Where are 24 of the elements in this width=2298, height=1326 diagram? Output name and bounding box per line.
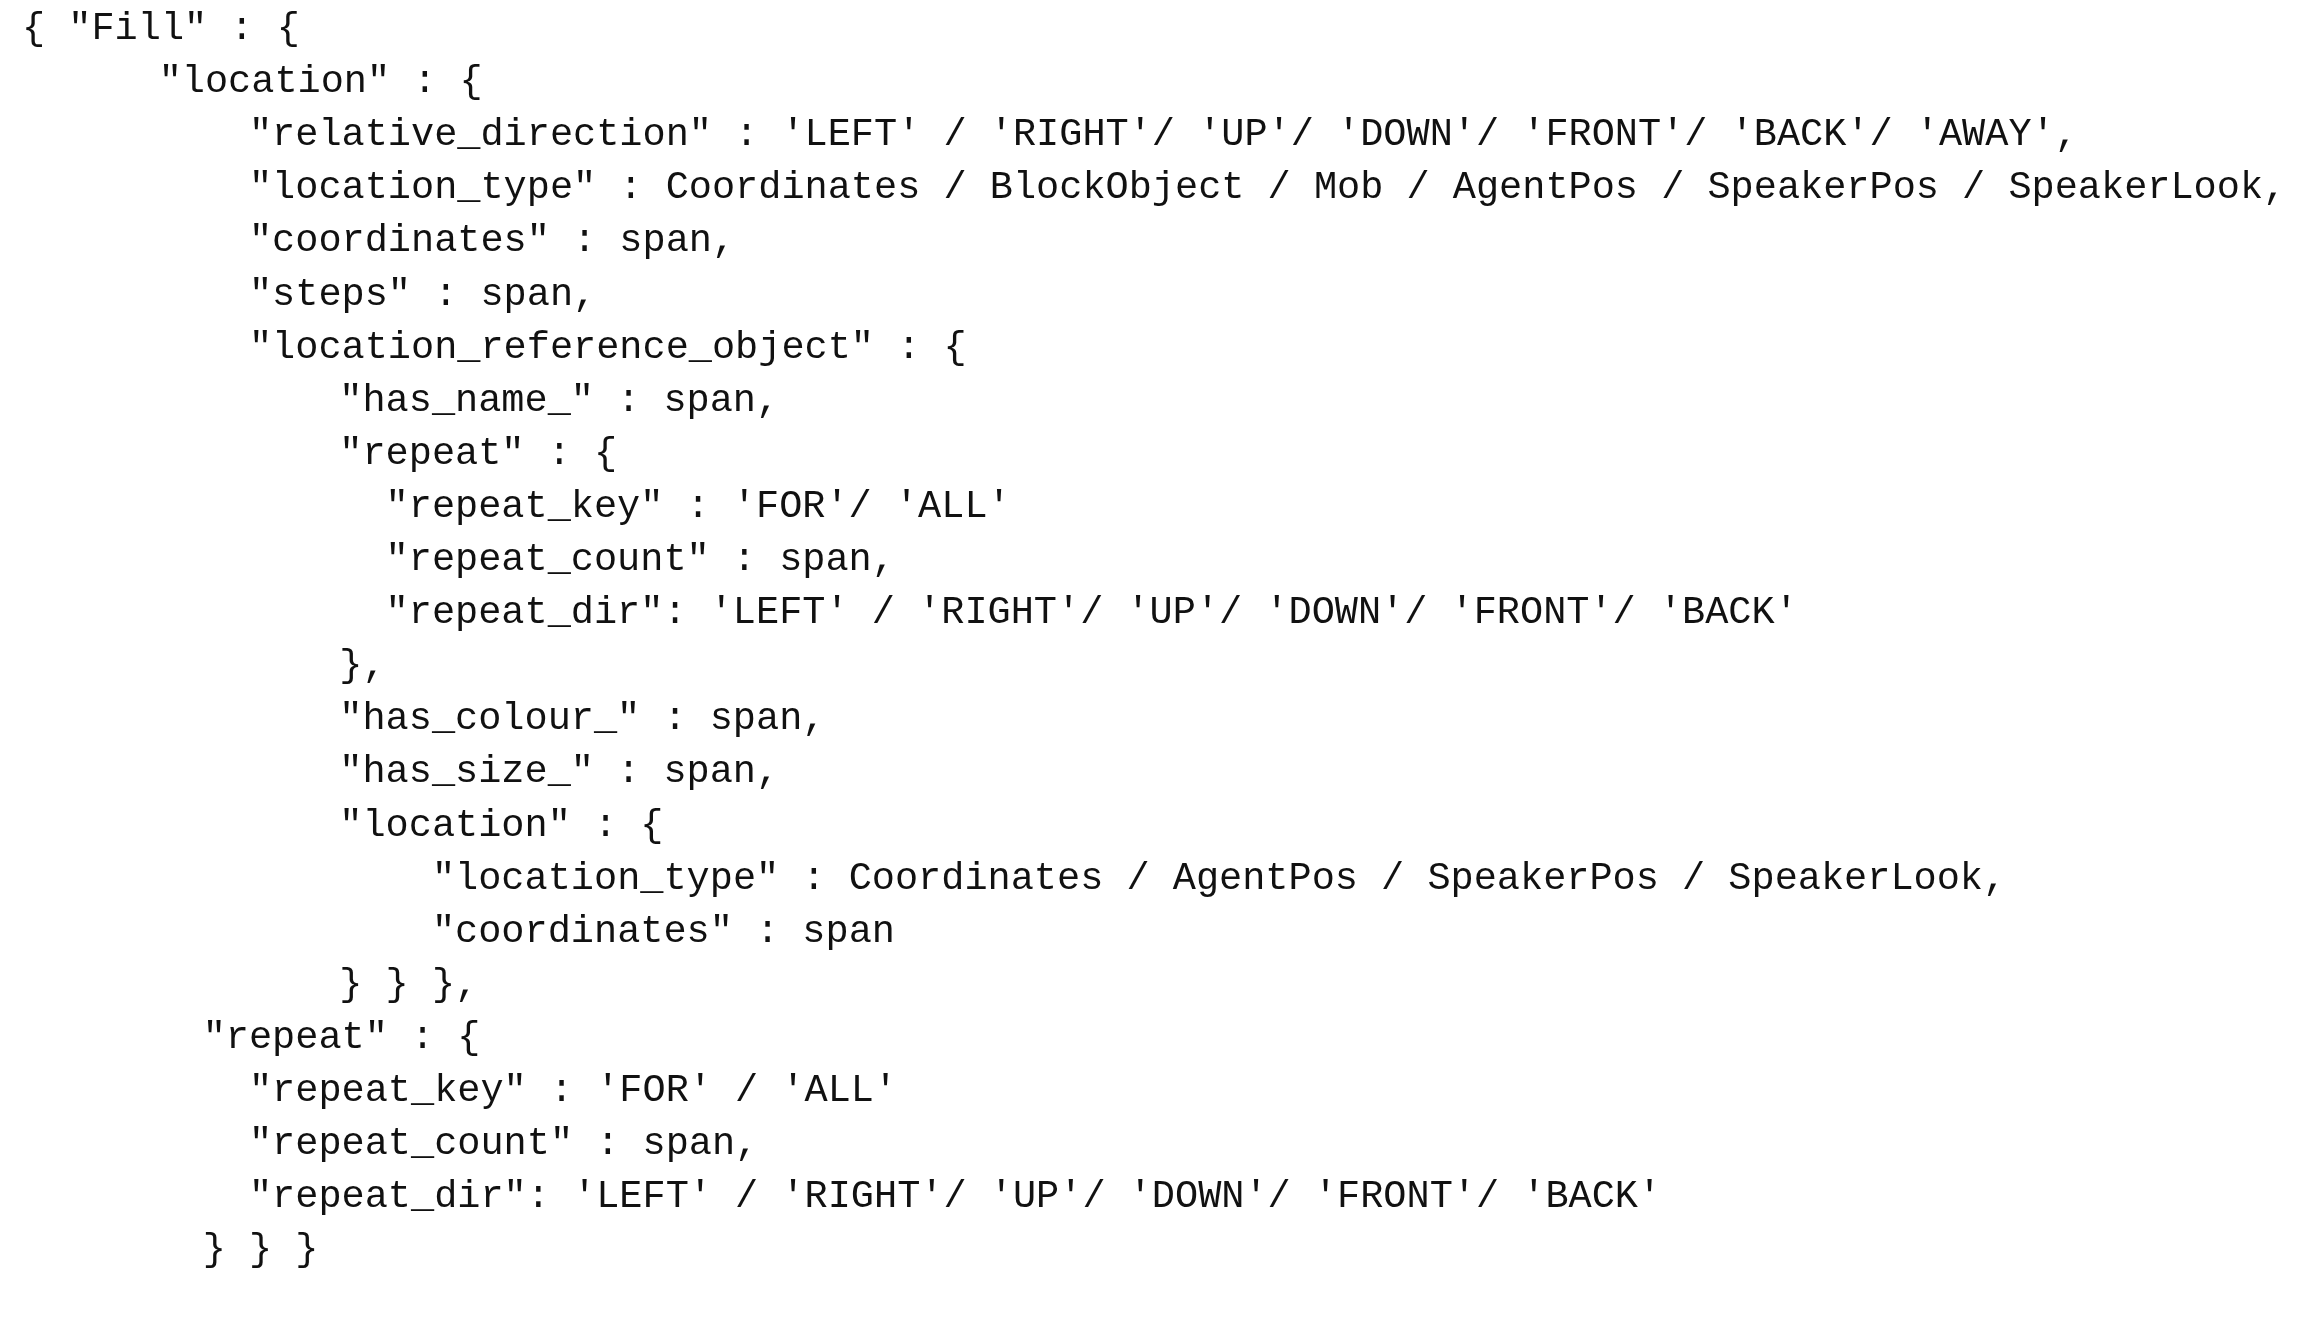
code-line: { "Fill" : { — [22, 6, 300, 52]
code-line: "repeat_key" : 'FOR' / 'ALL' — [248, 1068, 898, 1114]
code-line: "has_colour_" : span, — [339, 696, 826, 743]
code-line: "repeat" : { — [339, 430, 618, 477]
code-line: "coordinates" : span, — [248, 218, 736, 265]
code-line: "location_type" : Coordinates / AgentPos / SpeakerPos / SpeakerLook, — [431, 855, 2007, 902]
code-line: "repeat" : { — [202, 1014, 481, 1061]
code-line: "repeat_count" : span, — [248, 1121, 759, 1168]
code-line: "repeat_key" : 'FOR'/ 'ALL' — [385, 483, 1011, 530]
code-line: } } }, — [339, 961, 479, 1008]
code-line: "relative_direction" : 'LEFT' / 'RIGHT'/ 'UP'/ 'DOWN'/ 'FRONT'/ 'BACK'/ 'AWAY', — [248, 112, 2078, 159]
code-line: "repeat_dir": 'LEFT' / 'RIGHT'/ 'UP'/ 'DOWN'/ 'FRONT'/ 'BACK' — [385, 590, 1798, 637]
code-line: }, — [339, 643, 386, 690]
code-line: "location" : { — [158, 59, 483, 106]
code-line: "repeat_dir": 'LEFT' / 'RIGHT'/ 'UP'/ 'DOWN'/ 'FRONT'/ 'BACK' — [248, 1174, 1662, 1221]
code-line: "has_size_" : span, — [339, 749, 780, 796]
code-line: "location_reference_object" : { — [248, 324, 967, 371]
code-line: "steps" : span, — [248, 271, 597, 318]
code-line: "has_name_" : span, — [339, 377, 780, 424]
code-line: "location_type" : Coordinates / BlockObject / Mob / AgentPos / SpeakerPos / SpeakerLook, — [248, 165, 2287, 212]
code-line: "coordinates" : span — [431, 908, 895, 955]
code-line: } } } — [202, 1227, 319, 1274]
code-line: "location" : { — [339, 802, 664, 849]
code-line: "repeat_count" : span, — [385, 537, 895, 583]
